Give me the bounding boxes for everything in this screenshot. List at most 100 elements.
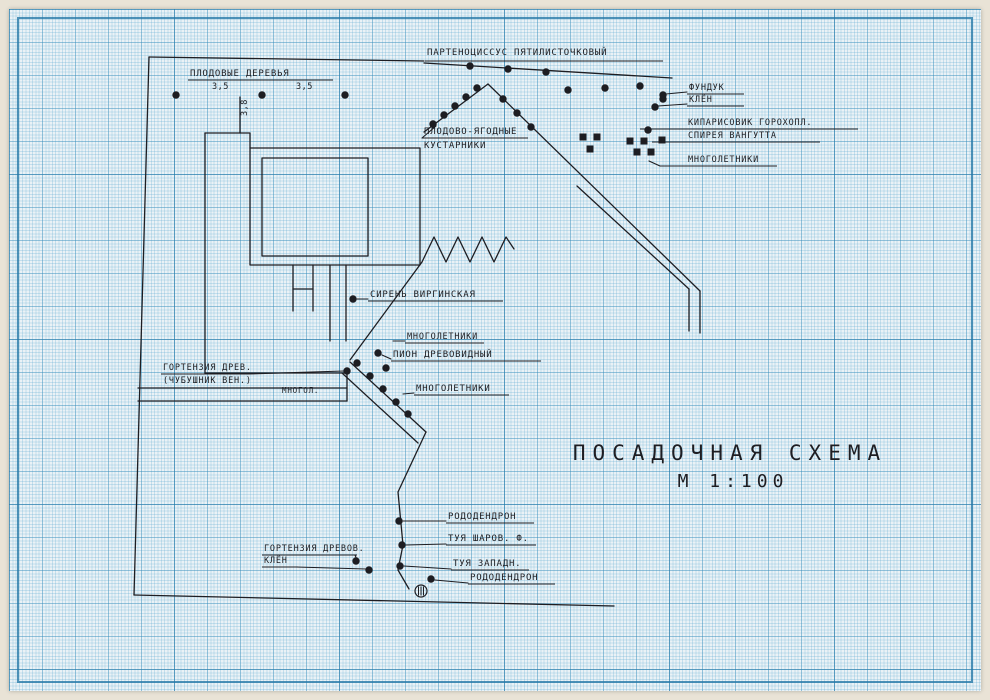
label-parthenocissus: ПАРТЕНОЦИССУС ПЯТИЛИСТОЧКОВЫЙ <box>427 46 607 58</box>
plant-dot <box>366 372 374 380</box>
plant-dot <box>659 91 667 99</box>
leader-line <box>421 125 437 139</box>
plant-dot <box>440 111 448 119</box>
label-hazel: ФУНДУК <box>689 83 725 93</box>
plant-squares-group <box>579 133 666 156</box>
plan-scale: М 1:100 <box>678 471 789 492</box>
plan-dimensions-group: 3,5 3,5 3,8 <box>212 82 313 116</box>
label-perennials-1: МНОГОЛЕТНИКИ <box>407 332 478 342</box>
plant-dot <box>504 65 512 73</box>
plant-dot <box>341 91 349 99</box>
dimension-text: 3,5 <box>212 82 229 92</box>
plant-dot <box>353 359 361 367</box>
plant-square <box>658 136 666 144</box>
enclosure-top <box>204 132 251 149</box>
plant-square <box>593 133 601 141</box>
label-peony: ПИОН ДРЕВОВИДНЫЙ <box>393 348 493 360</box>
plant-dot <box>392 398 400 406</box>
hedge-zigzag <box>421 236 515 263</box>
boundary-bottom <box>133 594 615 607</box>
leader-line <box>648 160 661 167</box>
plant-dot <box>542 68 550 76</box>
label-maple-bottom: КЛЁН <box>264 555 288 566</box>
plan-underlines-group <box>161 60 858 585</box>
walkway-lower <box>341 372 419 444</box>
label-perennials-small: МНОГОЛ. <box>282 386 319 395</box>
label-perennials-right: МНОГОЛЕТНИКИ <box>688 155 759 165</box>
plant-dot <box>636 82 644 90</box>
house-inner <box>261 157 369 257</box>
label-spiraea: СПИРЕЯ ВАНГУТТА <box>688 131 777 141</box>
plant-dot <box>429 120 437 128</box>
hedge-tail <box>349 261 423 361</box>
plant-square <box>647 148 655 156</box>
label-rhododendron-2: РОДОДЕНДРОН <box>470 573 538 583</box>
well-circle <box>414 584 428 598</box>
dimension-text: 3,8 <box>240 99 250 116</box>
plant-dot <box>379 385 387 393</box>
label-hydrangea-1: ГОРТЕНЗИЯ ДРЕВ. <box>163 363 252 373</box>
plant-dot <box>365 566 373 574</box>
leader-line <box>402 392 415 395</box>
plant-dot <box>651 103 659 111</box>
plant-dots-group <box>172 62 667 583</box>
plant-dot <box>382 364 390 372</box>
plan-title: ПОСАДОЧНАЯ СХЕМА <box>573 441 887 465</box>
plant-square <box>633 148 641 156</box>
plant-dot <box>349 295 357 303</box>
leader-line <box>657 103 688 107</box>
plant-dot <box>398 541 406 549</box>
plant-dot <box>374 349 382 357</box>
leader-line <box>247 370 345 375</box>
house-outer <box>249 147 421 266</box>
plant-dot <box>462 93 470 101</box>
boundary-top <box>148 56 425 62</box>
plant-dot <box>644 126 652 134</box>
peak-right-diagonal <box>487 83 701 292</box>
plant-square <box>626 137 634 145</box>
label-thuja-globe: ТУЯ ШАРОВ. Ф. <box>448 534 529 544</box>
plant-dot <box>513 109 521 117</box>
plant-dot <box>527 123 535 131</box>
label-cypress: КИПАРИСОВИК ГОРОХОПЛ. <box>688 118 812 128</box>
label-hydrangea-2: (ЧУБУШНИК ВЕН.) <box>163 376 252 386</box>
plant-dot <box>466 62 474 70</box>
plant-square <box>586 145 594 153</box>
plant-dot <box>172 91 180 99</box>
plan-labels-group: ПЛОДОВЫЕ ДЕРЕВЬЯ ПАРТЕНОЦИССУС ПЯТИЛИСТОЧ… <box>163 46 812 583</box>
leader-line <box>295 566 367 570</box>
graph-paper-sheet <box>9 9 981 691</box>
plant-square <box>579 133 587 141</box>
well-symbol <box>414 584 428 598</box>
leader-line <box>665 91 688 95</box>
plant-dot <box>564 86 572 94</box>
leader-line <box>403 565 452 570</box>
label-lilac: СИРЕНЬ ВИРГИНСКАЯ <box>370 290 476 300</box>
label-maple-right: КЛЁН <box>689 94 713 105</box>
label-fruit-shrubs-1: ПЛОДОВО-ЯГОДНЫЕ <box>424 127 517 137</box>
plant-dot <box>343 367 351 375</box>
plant-dot <box>352 557 360 565</box>
plant-dot <box>395 517 403 525</box>
plant-dot <box>258 91 266 99</box>
plant-dot <box>396 562 404 570</box>
label-fruit-trees: ПЛОДОВЫЕ ДЕРЕВЬЯ <box>190 69 290 79</box>
boundary-left <box>133 56 150 596</box>
plant-dot <box>404 410 412 418</box>
plan-outlines-group <box>133 56 701 607</box>
dimension-text: 3,5 <box>296 82 313 92</box>
inner-diagonal <box>576 185 690 290</box>
plant-dot <box>601 84 609 92</box>
label-hydrangea-bottom: ГОРТЕНЗИЯ ДРЕВОВ. <box>264 544 365 554</box>
label-thuja-west: ТУЯ ЗАПАДН. <box>453 559 521 569</box>
plant-square <box>640 137 648 145</box>
label-perennials-2: МНОГОЛЕТНИКИ <box>416 384 491 394</box>
label-fruit-shrubs-2: КУСТАРНИКИ <box>424 141 486 151</box>
leader-line <box>405 543 447 546</box>
plant-dot <box>499 95 507 103</box>
leader-line <box>381 354 392 360</box>
plant-dot <box>427 575 435 583</box>
label-rhododendron-1: РОДОДЕНДРОН <box>448 512 516 522</box>
